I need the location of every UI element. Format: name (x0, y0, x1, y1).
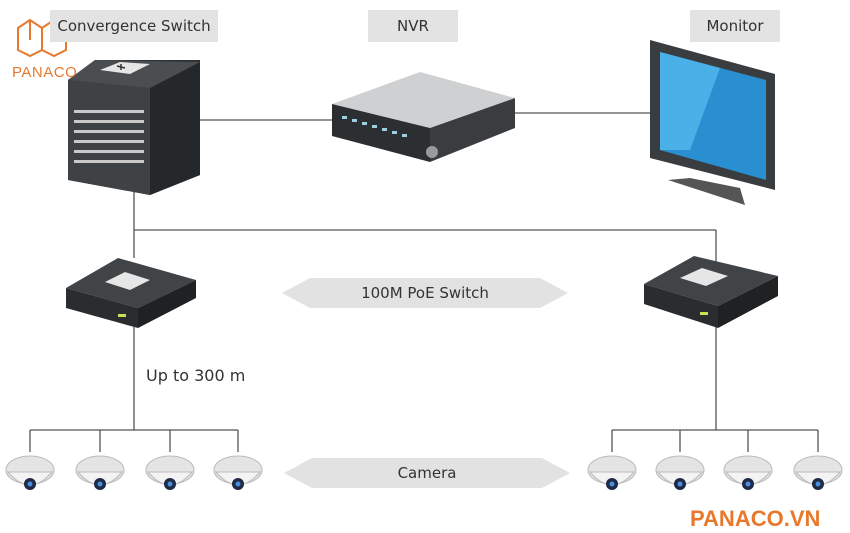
poe-switch-arrow (282, 278, 568, 308)
camera-group-right (587, 455, 843, 490)
camera-icon (5, 455, 55, 490)
brand-footer-url: PANACO.VN (690, 506, 821, 531)
poe-switch-label: 100M PoE Switch (361, 284, 489, 302)
connection-lines (29, 112, 819, 452)
camera-group-left (5, 455, 263, 490)
camera-icon (145, 455, 195, 490)
camera-icon (587, 455, 637, 490)
distance-label: Up to 300 m (146, 366, 246, 385)
nvr-label: NVR (368, 10, 458, 42)
camera-icon (723, 455, 773, 490)
camera-arrow (284, 458, 570, 488)
camera-icon (793, 455, 843, 490)
camera-icon (213, 455, 263, 490)
nvr-icon (332, 72, 515, 162)
camera-icon (75, 455, 125, 490)
poe-switch-left-icon (66, 258, 196, 328)
camera-icon (655, 455, 705, 490)
poe-switch-right-icon (644, 256, 778, 328)
logo-text: PANACO (12, 64, 78, 81)
camera-label: Camera (397, 464, 457, 482)
monitor-icon (650, 40, 775, 205)
monitor-label: Monitor (690, 10, 780, 42)
convergence-switch-icon (68, 60, 200, 195)
convergence-switch-label: Convergence Switch (50, 10, 218, 42)
